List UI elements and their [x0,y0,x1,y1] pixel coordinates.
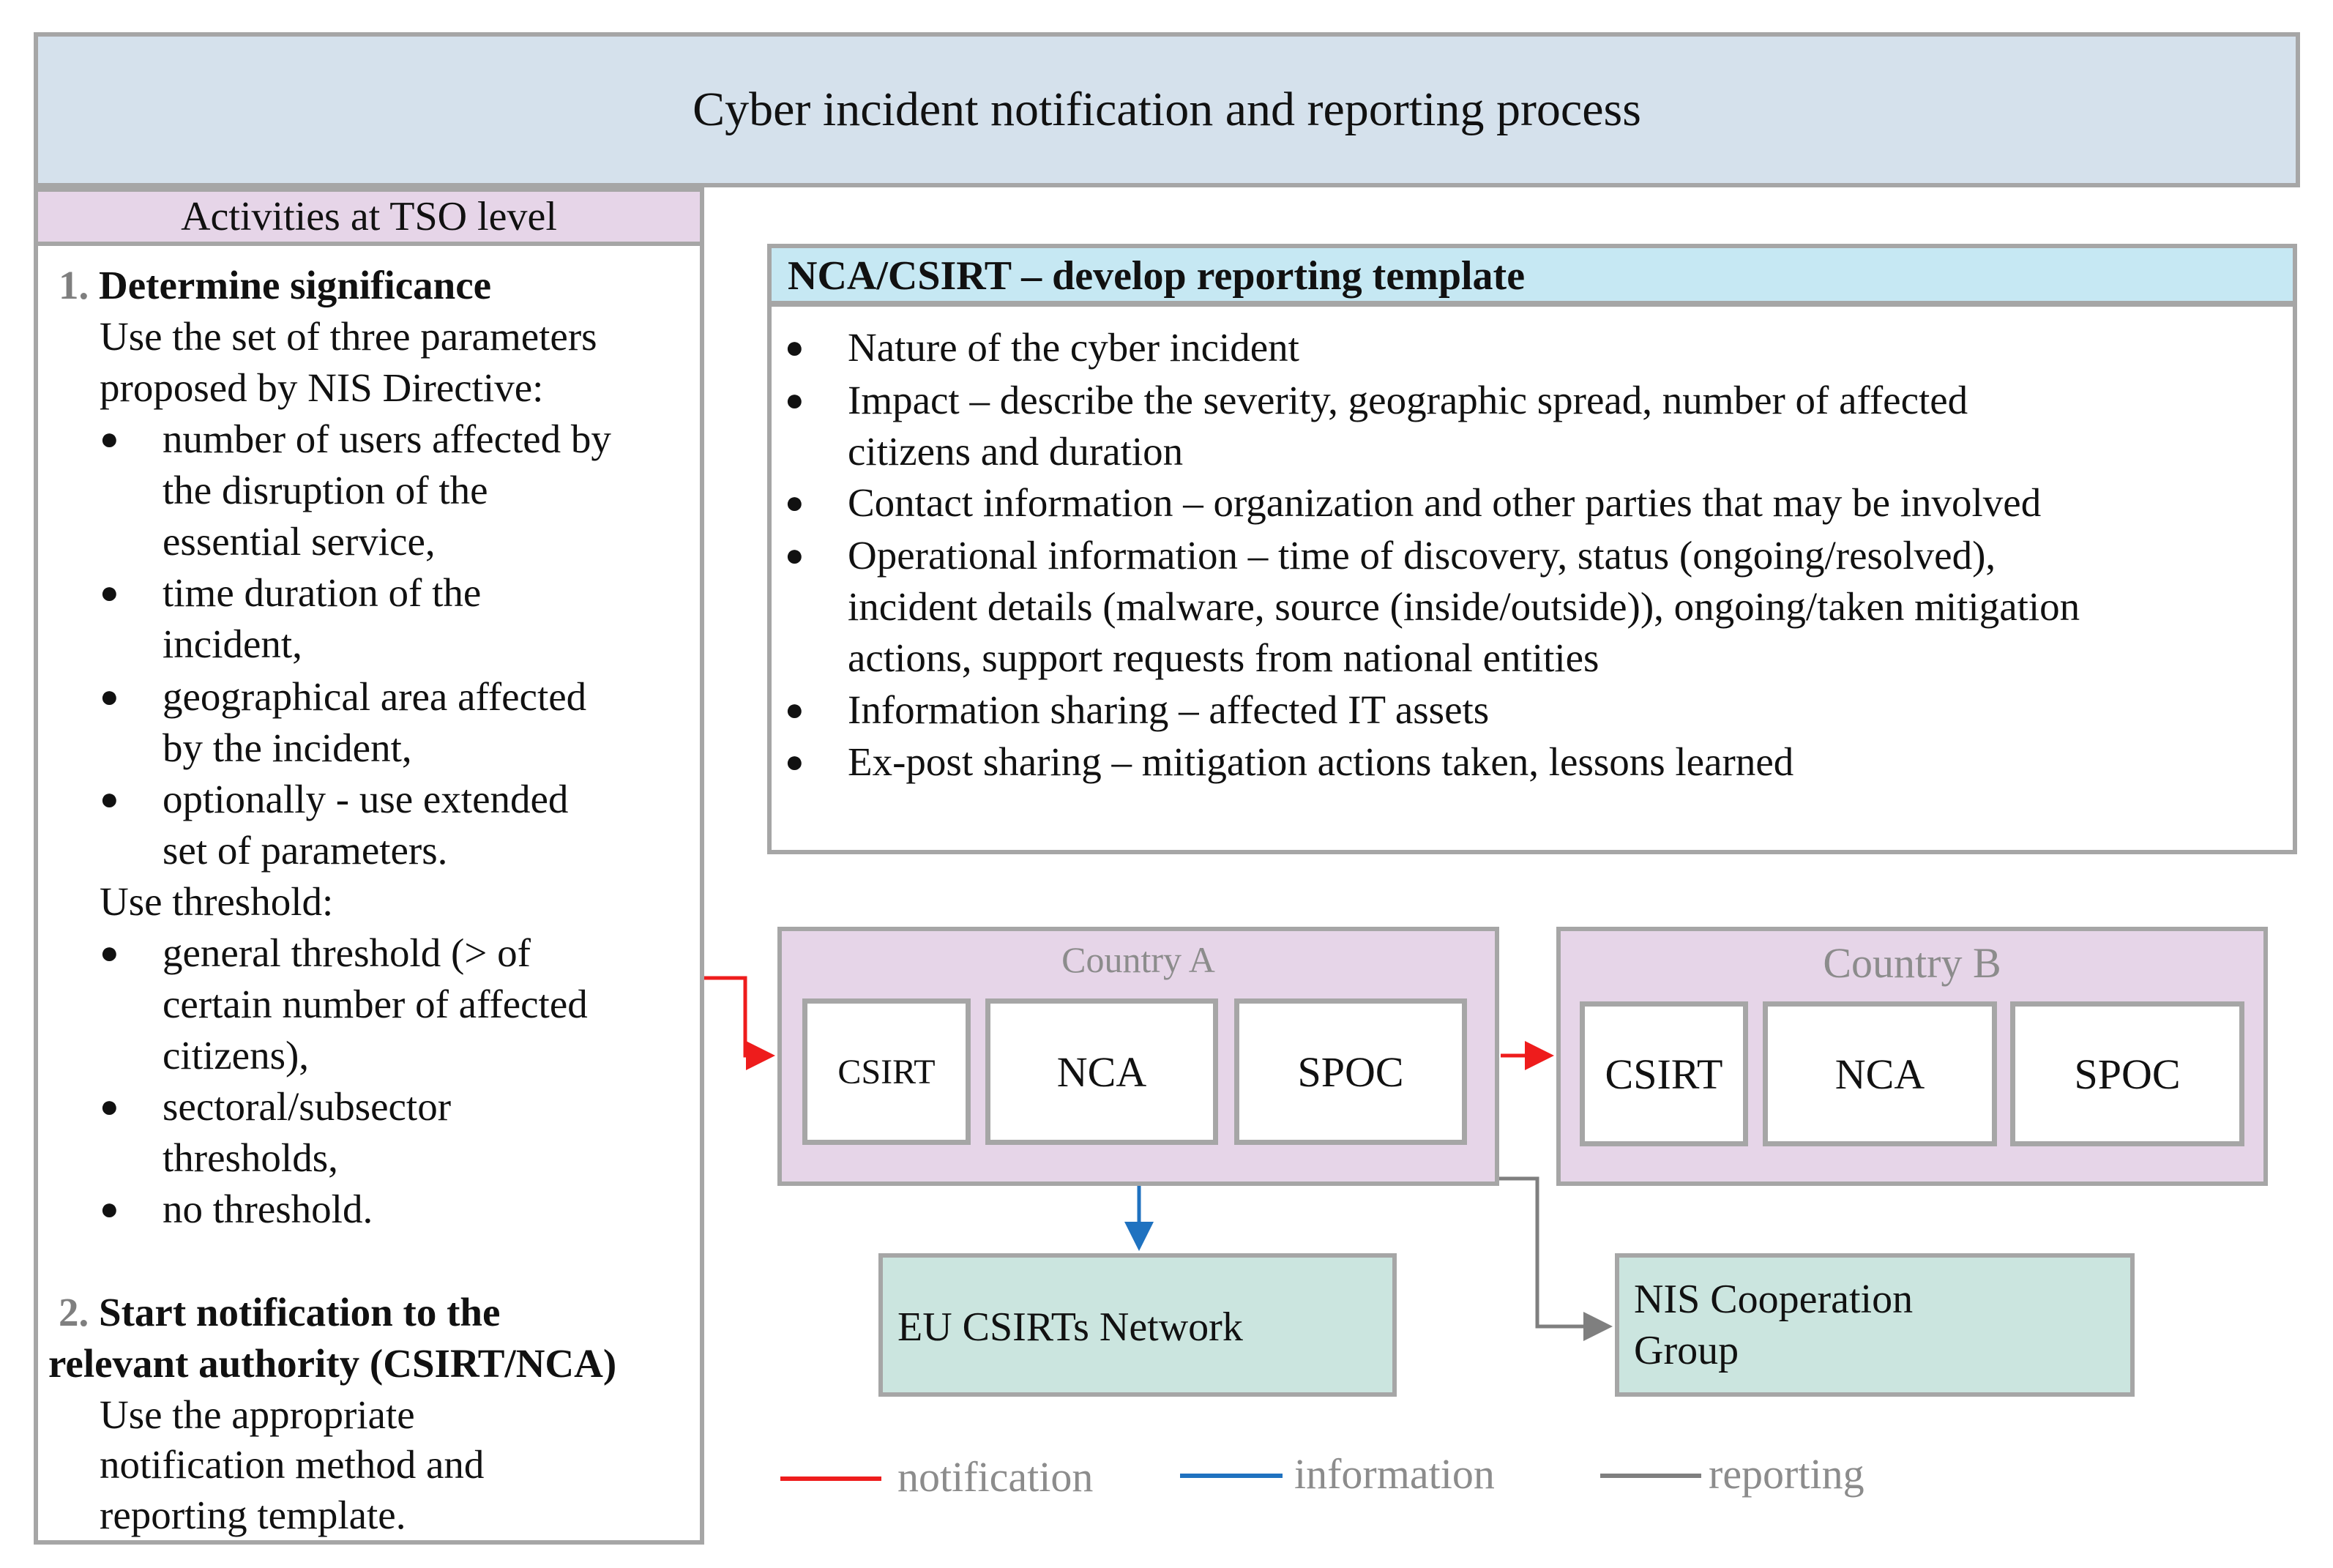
country-a-csirt: CSIRT [802,998,971,1145]
step1-title: Determine significance [99,263,492,307]
param-item: number of users affected by [163,417,611,461]
bullet-icon: ● [100,575,119,611]
nis-cooperation-group-box [1615,1253,2135,1397]
left-panel [34,242,704,1545]
threshold-item: certain number of affected [163,982,588,1026]
eu-csirts-network-box [878,1253,1397,1397]
country-b-csirt: CSIRT [1580,1001,1748,1146]
template-item: Information sharing – affected IT assets [848,687,1490,732]
bullet-icon: ● [785,537,805,573]
param-item: time duration of the [163,570,482,615]
country-a-spoc: SPOC [1234,998,1467,1145]
eu-csirts-network-label: EU CSIRTs Network [897,1304,1243,1350]
bullet-icon: ● [100,1191,119,1227]
step2-text: notification method and [100,1442,485,1487]
threshold-item: citizens), [163,1033,310,1078]
country-b-title: Country B [1823,939,2001,987]
step1-intro-line: Use the set of three parameters [100,314,597,359]
step2-text: Use the appropriate [100,1392,415,1437]
bullet-icon: ● [100,679,119,714]
country-a-nca: NCA [985,998,1218,1145]
threshold-item: sectoral/subsector [163,1084,452,1129]
param-item: by the incident, [163,725,412,770]
template-item: Nature of the cyber incident [848,325,1299,370]
template-body [767,302,2297,854]
notification-arrow-tso-to-country-a [704,976,775,1070]
param-item: the disruption of the [163,468,488,512]
param-item: incident, [163,621,302,666]
bullet-icon: ● [785,382,805,418]
bullet-icon: ● [785,485,805,520]
step2-text: reporting template. [100,1493,406,1537]
template-item: citizens and duration [848,429,1184,474]
step2-title: relevant authority (CSIRT/NCA) [48,1341,617,1386]
nis-cooperation-group-label: NIS Cooperation [1634,1277,1914,1322]
param-item: geographical area affected [163,674,587,719]
bullet-icon: ● [100,781,119,817]
template-item: Contact information – organization and o… [848,480,2042,525]
template-header: NCA/CSIRT – develop reporting template [767,244,2297,305]
bullet-icon: ● [100,935,119,971]
legend-information-label: information [1294,1450,1495,1498]
threshold-intro: Use threshold: [100,879,334,924]
bullet-icon: ● [100,421,119,457]
template-item: Impact – describe the severity, geograph… [848,378,1968,422]
bullet-icon: ● [100,1089,119,1124]
nis-cooperation-group-label: Group [1634,1328,1739,1373]
bullet-icon: ● [785,744,805,780]
bullet-icon: ● [785,692,805,728]
step2-number: 2. [59,1290,89,1334]
reporting-arrow-to-nis-group [1499,1176,1613,1341]
param-item: set of parameters. [163,828,448,873]
country-b-spoc: SPOC [2010,1001,2244,1146]
param-item: essential service, [163,519,436,564]
legend-reporting-label: reporting [1709,1450,1864,1498]
legend-notification-label: notification [897,1453,1094,1501]
country-b-nca: NCA [1763,1001,1997,1146]
step1-intro-line: proposed by NIS Directive: [100,365,544,410]
template-item: incident details (malware, source (insid… [848,584,2080,629]
template-item: actions, support requests from national … [848,635,1599,680]
param-item: optionally - use extended [163,777,569,821]
diagram-title: Cyber incident notification and reportin… [34,32,2300,187]
step1-number: 1. [59,263,89,307]
threshold-item: thresholds, [163,1135,338,1180]
threshold-item: general threshold (> of [163,930,531,975]
bullet-icon: ● [785,329,805,365]
threshold-item: no threshold. [163,1187,373,1231]
country-a-title: Country A [1061,939,1215,980]
step2-title: Start notification to the [99,1290,501,1334]
template-item: Operational information – time of discov… [848,533,1996,578]
template-item: Ex-post sharing – mitigation actions tak… [848,739,1794,784]
